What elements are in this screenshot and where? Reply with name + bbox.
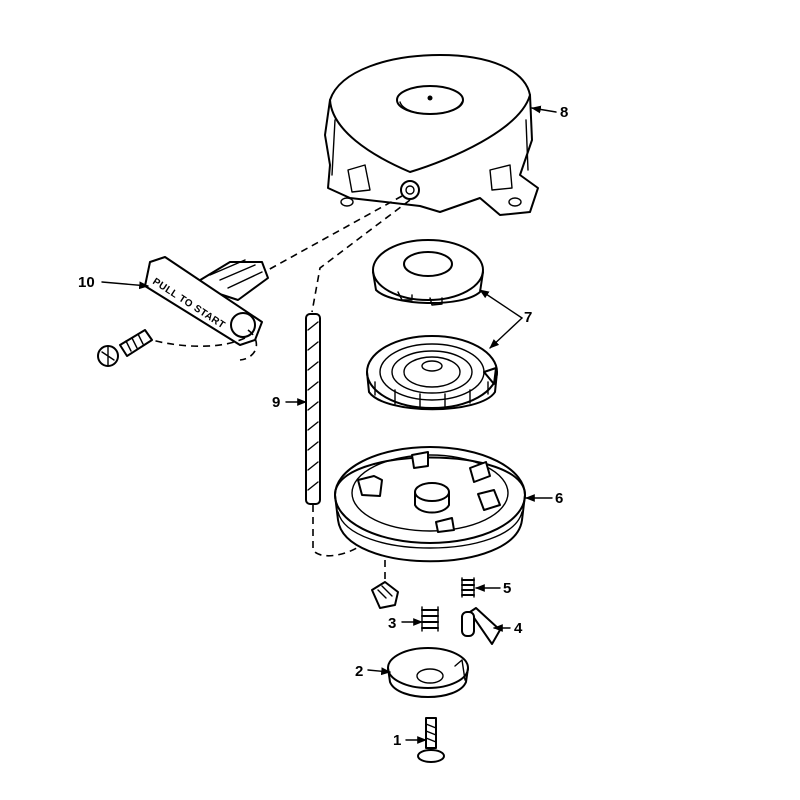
callout-6: 6 [555, 490, 563, 507]
callout-10: 10 [78, 274, 95, 291]
compression-spring [421, 606, 439, 632]
callout-1: 1 [393, 732, 401, 749]
callout-8: 8 [560, 104, 568, 121]
small-spring [461, 577, 475, 598]
handle-screw [97, 329, 153, 367]
rope-pulley [334, 446, 526, 563]
callout-labels: 1 2 3 4 5 6 7 8 9 10 [78, 104, 568, 749]
callout-leaders [101, 105, 557, 744]
callout-4: 4 [514, 620, 523, 637]
callout-2: 2 [355, 663, 363, 680]
pawl-pivot [371, 581, 399, 609]
recoil-spring [366, 335, 498, 411]
pawl [461, 607, 501, 645]
callout-7: 7 [524, 309, 532, 326]
callout-3: 3 [388, 615, 396, 632]
starter-rope [305, 313, 321, 505]
brake-cup [387, 647, 469, 698]
assembly-guide-lines [151, 195, 411, 582]
callout-5: 5 [503, 580, 511, 597]
spring-retainer [372, 239, 484, 306]
callout-9: 9 [272, 394, 280, 411]
starter-housing [324, 54, 539, 216]
center-screw [417, 717, 445, 763]
starter-handle: PULL TO START [144, 256, 269, 346]
